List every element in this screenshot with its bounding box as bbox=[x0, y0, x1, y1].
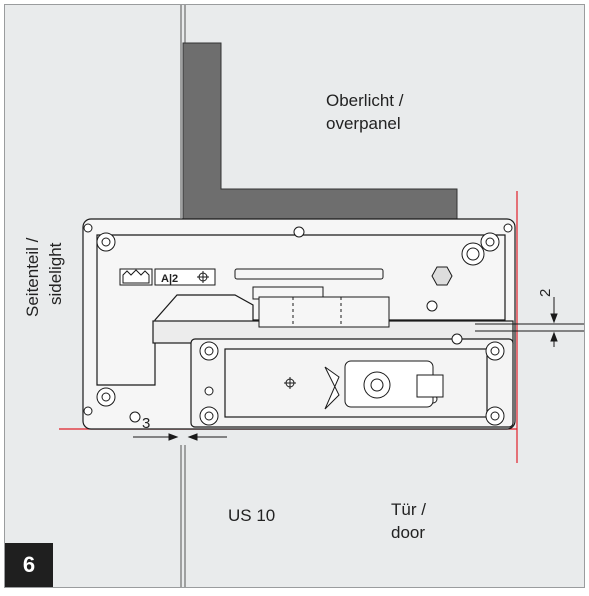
dimension-gap-top-value: 2 bbox=[537, 289, 554, 297]
dimension-gap-top bbox=[475, 297, 584, 347]
plate-text: A|2 bbox=[161, 273, 178, 285]
figure-number-badge: 6 bbox=[5, 543, 53, 587]
lock-crosshair-icon bbox=[284, 377, 296, 389]
crosshair-icon bbox=[197, 271, 209, 283]
lock-cylinder bbox=[324, 360, 444, 410]
overpanel-profile bbox=[182, 42, 458, 224]
dimension-gap-left bbox=[133, 433, 227, 441]
door-label-de: Tür / bbox=[391, 500, 426, 519]
dimension-gap-left-value: 3 bbox=[142, 415, 150, 432]
housing-screws bbox=[83, 223, 513, 423]
technical-drawing: A|2 bbox=[23, 5, 584, 587]
overpanel-label-de: Oberlicht / bbox=[326, 91, 404, 110]
sidelight-label-de: Seitenteil / bbox=[23, 237, 42, 317]
door-label-en: door bbox=[391, 523, 425, 542]
sidelight-label-en: sidelight bbox=[46, 242, 65, 305]
overpanel-label-en: overpanel bbox=[326, 114, 401, 133]
model-label: US 10 bbox=[228, 506, 275, 525]
slide-arm bbox=[234, 268, 390, 328]
brand-plate bbox=[119, 268, 216, 286]
hex-nut bbox=[431, 266, 453, 286]
diagram-frame: A|2 bbox=[4, 4, 585, 588]
